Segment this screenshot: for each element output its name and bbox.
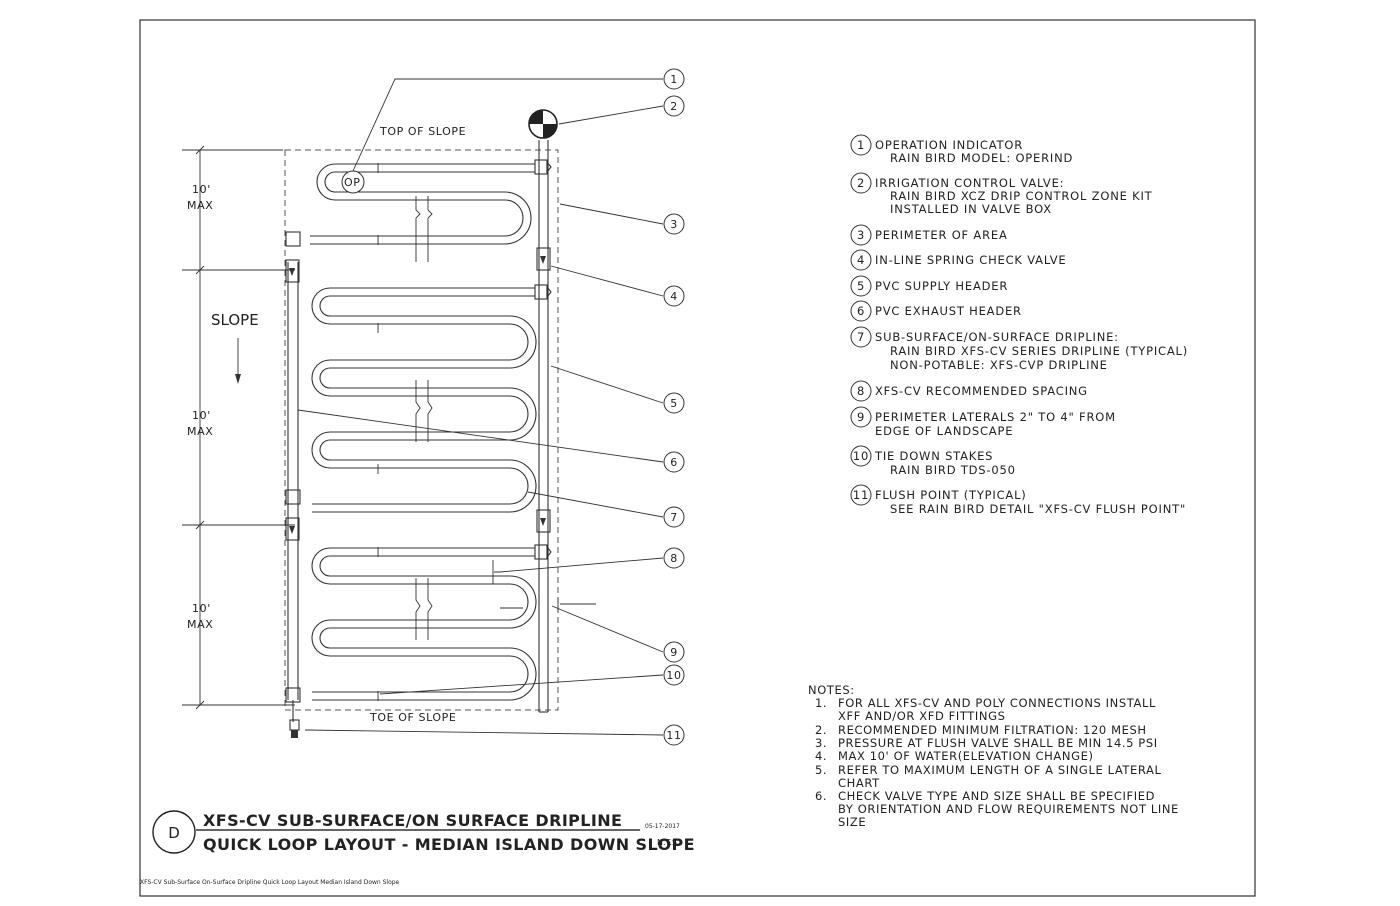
callout-4: 4 <box>670 290 678 303</box>
legend-2-line-1: IRRIGATION CONTROL VALVE: <box>875 176 1064 190</box>
perimeter-of-area <box>284 149 559 711</box>
callout-7: 7 <box>670 511 678 524</box>
callout-8: 8 <box>670 552 678 565</box>
note-4-line-1: MAX 10' OF WATER(ELEVATION CHANGE) <box>838 749 1094 763</box>
legend-num-8: 8 <box>857 384 865 398</box>
legend-6-line-1: PVC EXHAUST HEADER <box>875 304 1022 318</box>
legend-7-line-2: RAIN BIRD XFS-CV SERIES DRIPLINE (TYPICA… <box>890 344 1188 358</box>
legend-num-4: 4 <box>857 253 865 267</box>
pvc-supply-header <box>538 140 549 713</box>
note-2-line-1: RECOMMENDED MINIMUM FILTRATION: 120 MESH <box>838 723 1147 737</box>
dripline-zone-1 <box>310 163 535 245</box>
legend-9-line-1: PERIMETER LATERALS 2" TO 4" FROM <box>875 410 1116 424</box>
legend-11-line-2: SEE RAIN BIRD DETAIL "XFS-CV FLUSH POINT… <box>890 502 1186 516</box>
callout-10: 10 <box>666 669 681 682</box>
note-1-line-1: FOR ALL XFS-CV AND POLY CONNECTIONS INST… <box>838 696 1156 710</box>
note-5-line-2: CHART <box>838 776 880 790</box>
legend-7-line-1: SUB-SURFACE/ON-SURFACE DRIPLINE: <box>875 330 1119 344</box>
legend-9-line-2: EDGE OF LANDSCAPE <box>875 424 1013 438</box>
callout-numbers: 1 2 3 4 5 6 7 8 9 10 11 <box>666 73 681 742</box>
toe-of-slope-label: TOE OF SLOPE <box>369 711 456 724</box>
legend-1-line-2: RAIN BIRD MODEL: OPERIND <box>890 151 1073 165</box>
callout-11: 11 <box>666 729 681 742</box>
note-3-line-1: PRESSURE AT FLUSH VALVE SHALL BE MIN 14.… <box>838 736 1158 750</box>
note-1-line-2: XFF AND/OR XFD FITTINGS <box>838 709 1006 723</box>
dripline-zone-2 <box>311 287 537 513</box>
note-num-5: 5. <box>815 763 827 777</box>
legend-8-line-1: XFS-CV RECOMMENDED SPACING <box>875 384 1088 398</box>
callout-6: 6 <box>670 456 678 469</box>
legend-num-10: 10 <box>853 449 869 463</box>
dimension-lines <box>182 145 295 710</box>
callout-2: 2 <box>670 100 678 113</box>
legend-10-line-2: RAIN BIRD TDS-050 <box>890 463 1016 477</box>
legend-3-line-1: PERIMETER OF AREA <box>875 228 1008 242</box>
notes-heading: NOTES: <box>808 683 855 697</box>
legend-11-line-1: FLUSH POINT (TYPICAL) <box>875 488 1027 502</box>
callout-circles <box>663 68 685 746</box>
legend-2-line-3: INSTALLED IN VALVE BOX <box>890 202 1052 216</box>
legend-1-line-1: OPERATION INDICATOR <box>875 138 1023 152</box>
legend-4-line-1: IN-LINE SPRING CHECK VALVE <box>875 253 1067 267</box>
legend-num-1: 1 <box>857 138 865 152</box>
legend-num-5: 5 <box>857 279 865 293</box>
note-num-4: 4. <box>815 749 827 763</box>
title-line-2: QUICK LOOP LAYOUT - MEDIAN ISLAND DOWN S… <box>203 835 695 854</box>
notes: NOTES: 1. FOR ALL XFS-CV AND POLY CONNEC… <box>808 683 1179 829</box>
detail-letter: D <box>168 824 180 842</box>
note-6-line-2: BY ORIENTATION AND FLOW REQUIREMENTS NOT… <box>838 802 1179 816</box>
note-num-3: 3. <box>815 736 827 750</box>
legend: 1 OPERATION INDICATOR RAIN BIRD MODEL: O… <box>850 134 1188 516</box>
title-block <box>152 810 640 854</box>
leader-lines <box>297 78 664 736</box>
sheet-border <box>139 19 1256 897</box>
top-of-slope-label: TOP OF SLOPE <box>379 125 466 138</box>
legend-num-11: 11 <box>853 488 869 502</box>
note-6-line-3: SIZE <box>838 815 866 829</box>
flush-point <box>289 700 300 738</box>
dim-value-3: 10' <box>192 602 211 615</box>
legend-num-2: 2 <box>857 176 865 190</box>
footer-caption: XFS-CV Sub-Surface On-Surface Dripline Q… <box>140 879 400 886</box>
note-num-6: 6. <box>815 789 827 803</box>
title-line-1: XFS-CV SUB-SURFACE/ON SURFACE DRIPLINE <box>203 811 622 830</box>
break-symbols <box>415 196 433 640</box>
legend-10-line-1: TIE DOWN STAKES <box>874 449 993 463</box>
dripline-zone-3 <box>311 547 537 701</box>
dim-max-3: MAX <box>187 618 213 631</box>
op-label: OP <box>344 176 361 189</box>
legend-2-line-2: RAIN BIRD XCZ DRIP CONTROL ZONE KIT <box>890 189 1153 203</box>
callout-9: 9 <box>670 646 678 659</box>
pvc-exhaust-header <box>287 262 299 700</box>
note-num-2: 2. <box>815 723 827 737</box>
legend-7-line-3: NON-POTABLE: XFS-CVP DRIPLINE <box>890 358 1108 372</box>
dim-max-1: MAX <box>187 199 213 212</box>
control-valve-symbol <box>528 109 558 139</box>
check-valves-exhaust <box>285 259 300 541</box>
legend-5-line-1: PVC SUPPLY HEADER <box>875 279 1008 293</box>
note-6-line-1: CHECK VALVE TYPE AND SIZE SHALL BE SPECI… <box>838 789 1155 803</box>
check-valves-supply <box>536 247 551 533</box>
title-scale: N.T.S. <box>657 838 680 847</box>
legend-num-3: 3 <box>857 228 865 242</box>
title-date: 05-17-2017 <box>645 823 680 830</box>
supply-tees <box>534 159 552 560</box>
legend-num-7: 7 <box>857 330 865 344</box>
legend-num-6: 6 <box>857 304 865 318</box>
slope-arrow <box>235 338 241 384</box>
dim-max-2: MAX <box>187 425 213 438</box>
dim-value-1: 10' <box>192 183 211 196</box>
note-num-1: 1. <box>815 696 827 710</box>
callout-1: 1 <box>670 73 678 86</box>
dim-value-2: 10' <box>192 409 211 422</box>
callout-5: 5 <box>670 397 678 410</box>
legend-num-9: 9 <box>857 410 865 424</box>
spacing-dims <box>492 560 596 612</box>
callout-3: 3 <box>670 218 678 231</box>
slope-label: SLOPE <box>211 311 259 329</box>
note-5-line-1: REFER TO MAXIMUM LENGTH OF A SINGLE LATE… <box>838 763 1162 777</box>
